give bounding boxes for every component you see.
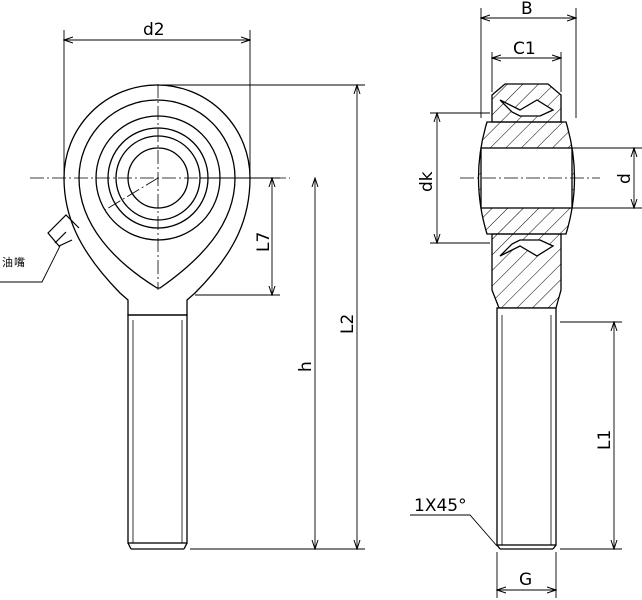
front-view <box>47 84 251 550</box>
dim-L1: L1 <box>595 430 615 450</box>
dim-L7: L7 <box>254 232 274 252</box>
dim-dk: dk <box>417 171 437 192</box>
section-dimensions <box>410 8 642 598</box>
grease-nipple <box>47 214 80 247</box>
head-outline <box>63 84 251 316</box>
race-top <box>499 99 555 117</box>
dim-L2: L2 <box>338 314 358 334</box>
chamfer-note: 1X45° <box>414 496 467 516</box>
grease-label-char-1: 油 <box>2 255 13 269</box>
dim-G: G <box>519 570 532 590</box>
dim-h: h <box>296 361 316 372</box>
front-center-lines <box>30 84 290 290</box>
grease-label-char-2: 嘴 <box>14 256 25 269</box>
section-view <box>477 83 576 550</box>
shank-chamfer-right <box>183 542 188 550</box>
race-bottom <box>499 239 555 257</box>
shank <box>127 314 188 544</box>
section-shank <box>496 307 557 546</box>
dim-B: B <box>521 0 533 19</box>
dim-C1: C1 <box>513 39 536 59</box>
dim-d2: d2 <box>143 20 165 40</box>
ring-1 <box>78 99 236 289</box>
dim-d: d <box>615 173 635 184</box>
front-dimensions <box>0 30 365 549</box>
shank-chamfer-left <box>127 542 132 550</box>
